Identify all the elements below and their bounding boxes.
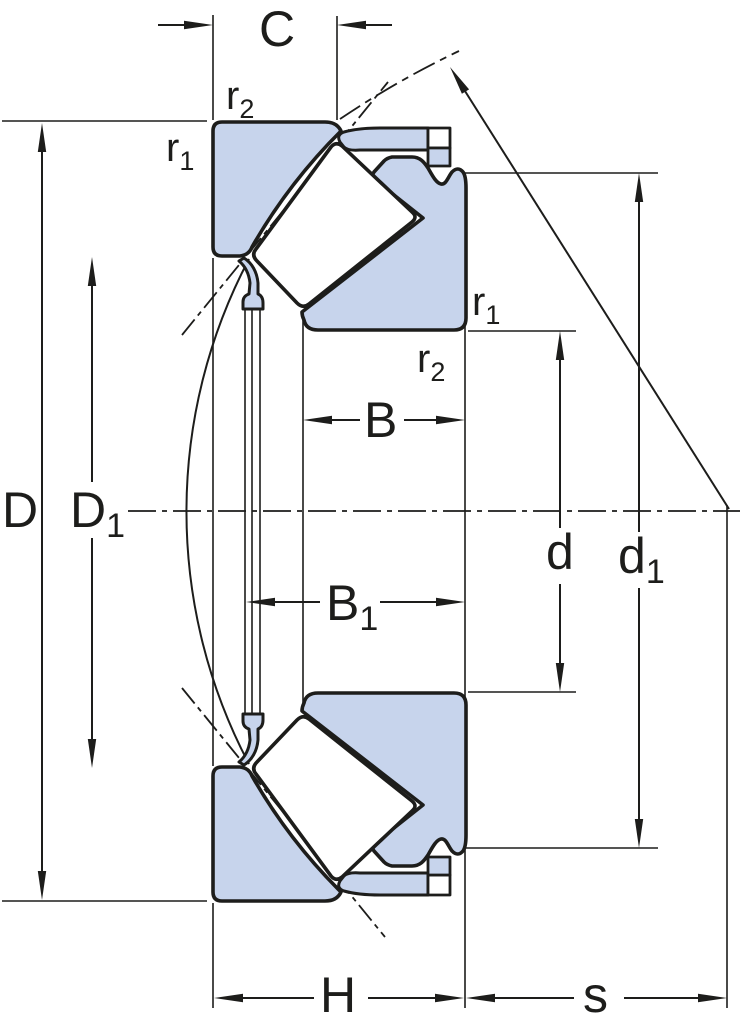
sphere-arc	[185, 50, 460, 765]
cage-top	[337, 126, 452, 168]
dimension-labels: C r2 r1 D D1 B B1 r1 r2 d d1 H s	[2, 1, 665, 1023]
cage-bottom	[337, 855, 452, 897]
dimension-B1	[246, 597, 465, 607]
label-r2-left: r2	[226, 74, 254, 124]
label-D1: D1	[70, 482, 125, 545]
dimension-s	[466, 993, 727, 1003]
housing-washer-bottom-section	[211, 765, 343, 903]
label-s: s	[583, 967, 608, 1023]
label-B: B	[364, 392, 397, 448]
shaft-washer-top-section	[300, 155, 468, 332]
dimension-C	[158, 20, 392, 30]
label-r1-right: r1	[472, 280, 500, 330]
label-d: d	[546, 524, 574, 580]
label-r2-right: r2	[417, 337, 445, 387]
housing-washer-top-section	[211, 120, 343, 258]
cage-guide-hook-top	[237, 256, 265, 311]
dimension-H	[214, 993, 464, 1003]
roller-axis-lines	[181, 81, 389, 938]
cage-bar-block-top	[426, 146, 452, 168]
roller-bottom	[251, 714, 417, 882]
label-D: D	[2, 482, 38, 538]
cage-rivet-block-bottom	[426, 873, 452, 897]
dimension-D	[37, 123, 47, 900]
label-C: C	[259, 1, 295, 57]
dimension-d1	[634, 173, 644, 848]
label-d1: d1	[618, 528, 665, 591]
cage-rivet-block-top	[426, 126, 452, 150]
cage-bar-block-bottom	[426, 855, 452, 877]
label-B1: B1	[326, 575, 378, 638]
dimension-D1	[87, 257, 97, 768]
sphere-radius-arrow	[450, 67, 730, 510]
shaft-washer-bottom-section	[300, 691, 468, 868]
dimension-B	[303, 415, 465, 425]
roller-top	[251, 141, 417, 309]
dimension-d	[555, 331, 565, 692]
cage-guide-hook-bottom	[237, 712, 265, 767]
label-r1-left: r1	[166, 126, 194, 176]
label-H: H	[320, 967, 356, 1023]
